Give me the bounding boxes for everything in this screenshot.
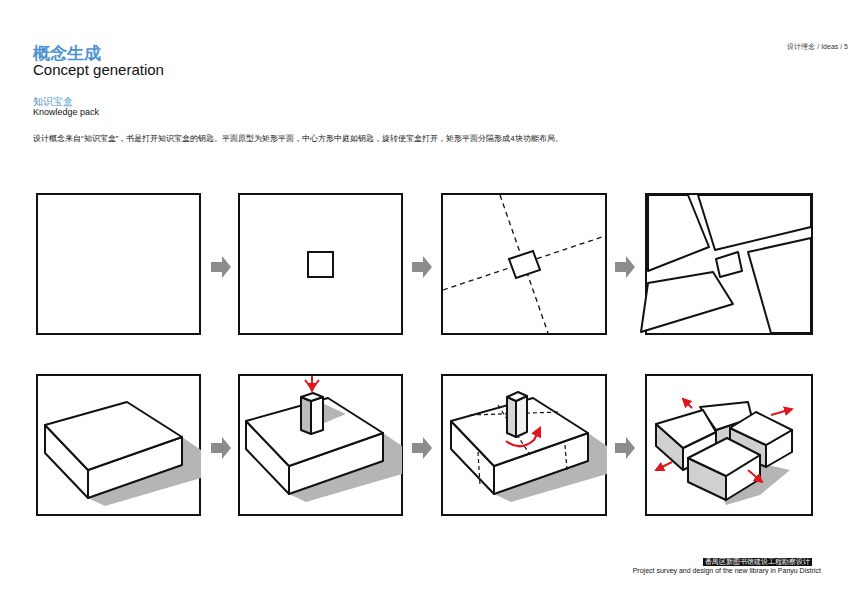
page-subtitle: Concept generation — [33, 61, 164, 78]
project-name: 番禺区新图书馆建设工程勘察设计 — [703, 558, 812, 566]
description-text: 设计概念来自“知识宝盒”，书是打开知识宝盒的钥匙。平面原型为矩形平面，中心方形中… — [33, 134, 563, 143]
section-subtitle: Knowledge pack — [33, 107, 99, 117]
project-name-en: Project survey and design of the new lib… — [633, 567, 821, 575]
section-title: 知识宝盒 — [33, 96, 73, 108]
page-title: 概念生成 — [33, 44, 101, 64]
page-number: 设计理念 / Ideas / 5 — [787, 43, 848, 51]
